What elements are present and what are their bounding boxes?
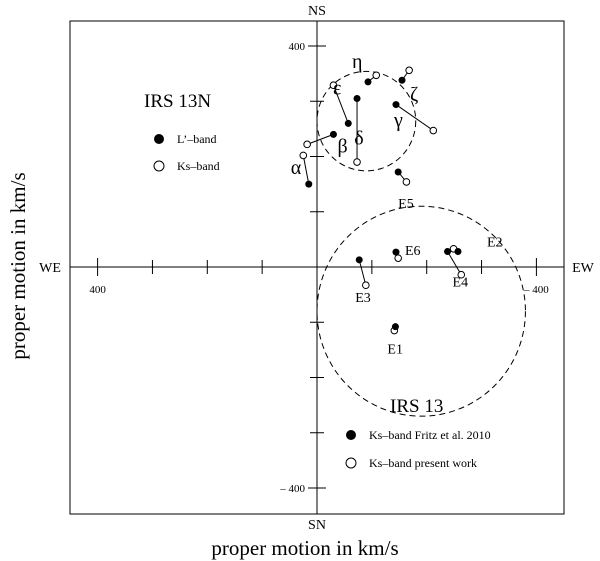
y-axis-title: proper motion in km/s: [6, 172, 30, 359]
legend-open-marker: [153, 160, 165, 172]
filled-point: [394, 168, 402, 176]
source-label: β: [337, 135, 347, 157]
source-label: E6: [405, 244, 421, 259]
motion-connector: [306, 133, 334, 145]
filled-point: [329, 130, 337, 138]
regions-group: [316, 70, 526, 417]
region-circle: [316, 205, 526, 417]
axes-group: 400 – 400 400 – 400: [70, 21, 564, 514]
legend-irs13n: L’–band Ks–band: [153, 132, 220, 173]
filled-point: [444, 248, 452, 256]
motion-connector: [447, 251, 462, 275]
legend-open-label: Ks–band present work: [369, 456, 477, 470]
filled-point: [398, 76, 406, 84]
x-tick-label: 400: [89, 284, 106, 296]
source-label: E2: [487, 236, 503, 251]
points-group: [299, 66, 466, 335]
motion-connector: [395, 104, 434, 131]
dir-right: EW: [572, 261, 595, 276]
dir-top: NS: [308, 4, 326, 19]
filled-point: [391, 323, 399, 331]
open-point: [353, 158, 361, 166]
source-label: γ: [393, 110, 403, 132]
source-label: E1: [387, 343, 403, 358]
open-point: [429, 126, 438, 135]
legend-open-label: Ks–band: [177, 159, 220, 173]
open-point: [329, 81, 338, 90]
legend-open-marker: [345, 457, 357, 469]
source-label: α: [291, 157, 302, 179]
filled-point: [454, 248, 462, 256]
x-tick-label: – 400: [523, 284, 549, 296]
source-label: ε: [333, 77, 341, 99]
source-label: η: [352, 51, 362, 73]
open-point: [299, 151, 308, 160]
region-circle: [316, 70, 417, 172]
x-axis-title: proper motion in km/s: [211, 536, 398, 560]
connectors-group: [302, 70, 462, 331]
filled-point: [355, 256, 363, 264]
filled-point: [344, 119, 352, 127]
source-label: E4: [453, 276, 469, 291]
legend-irs13: Ks–band Fritz et al. 2010 Ks–band presen…: [345, 428, 491, 470]
open-point: [362, 281, 370, 290]
filled-point: [364, 78, 372, 86]
y-tick-label: 400: [289, 41, 306, 53]
filled-point: [353, 94, 361, 102]
region-title-irs13: IRS 13: [390, 396, 443, 417]
open-point: [394, 254, 402, 262]
motion-connector: [302, 155, 310, 185]
source-label: δ: [354, 127, 363, 149]
filled-point: [305, 180, 313, 188]
filled-point: [392, 101, 400, 109]
open-point: [457, 270, 466, 279]
source-label: ζ: [410, 83, 418, 105]
legend-filled-label: L’–band: [177, 132, 217, 146]
y-tick-label: – 400: [279, 483, 305, 495]
source-label: E3: [355, 291, 371, 306]
motion-connector: [358, 259, 367, 286]
motion-connector: [332, 85, 349, 124]
region-title-irs13n: IRS 13N: [144, 91, 211, 112]
legend-filled-label: Ks–band Fritz et al. 2010: [369, 428, 491, 442]
dir-bottom: SN: [308, 518, 326, 533]
open-point: [303, 140, 311, 149]
dir-left: WE: [39, 261, 61, 276]
filled-point: [392, 248, 400, 256]
legend-filled-marker: [154, 134, 164, 144]
open-point: [405, 66, 413, 75]
source-label: E5: [398, 197, 414, 212]
open-point: [402, 178, 411, 186]
legend-filled-marker: [346, 430, 356, 440]
open-point: [372, 71, 381, 80]
